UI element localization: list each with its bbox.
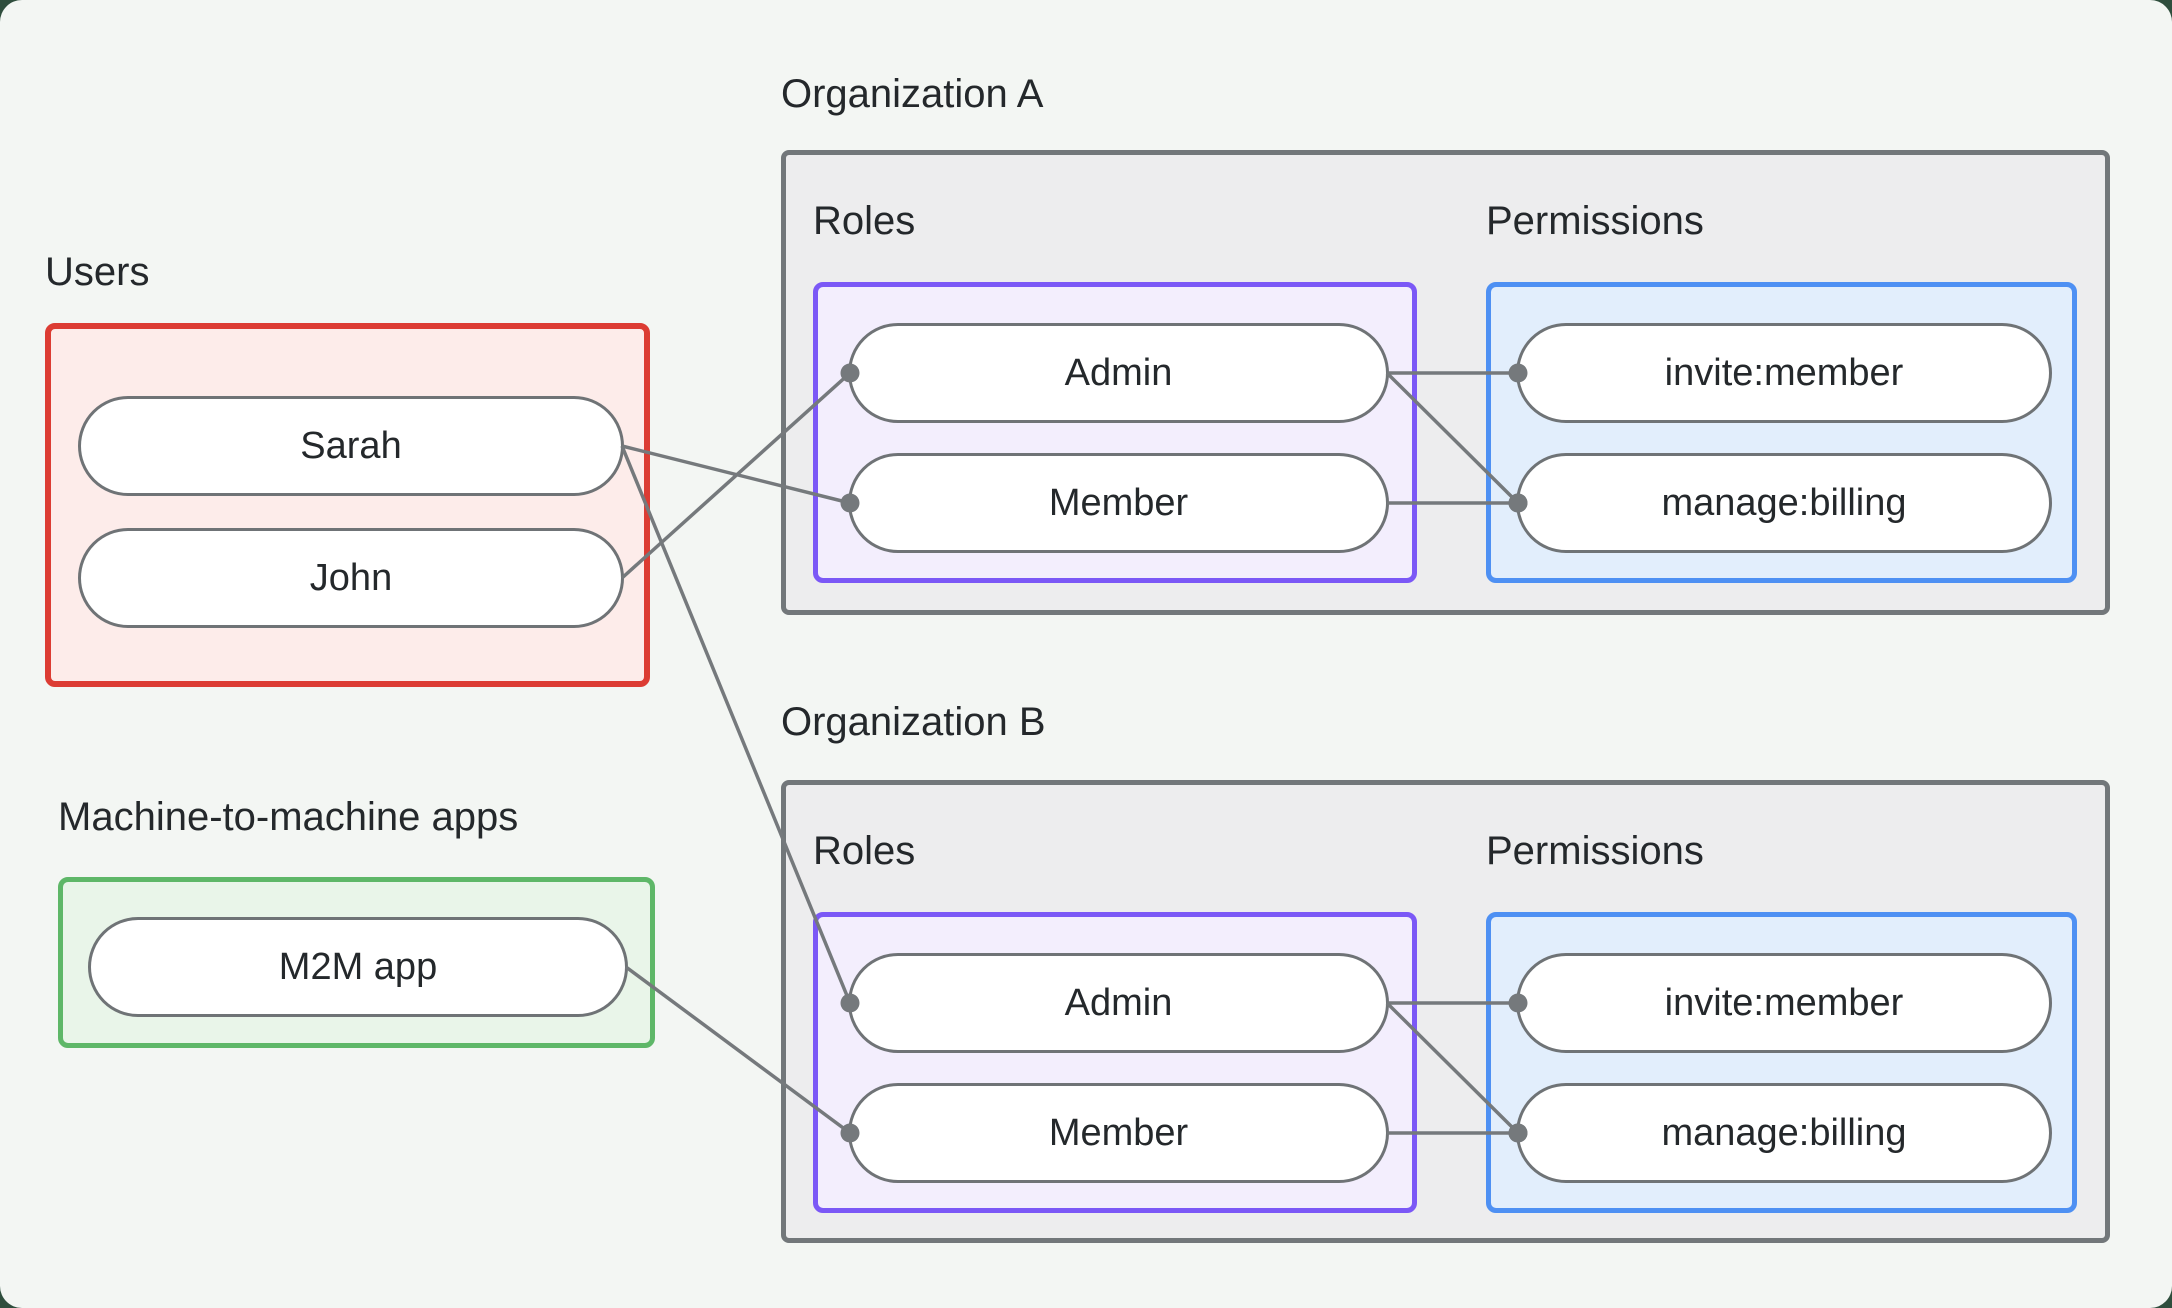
org-a-permissions-area: invite:member manage:billing bbox=[1486, 282, 2077, 583]
org-a-permission-manage-billing: manage:billing bbox=[1516, 453, 2052, 553]
user-node-john: John bbox=[78, 528, 624, 628]
users-group-box: Sarah John bbox=[45, 323, 650, 687]
org-a-label: Organization A bbox=[781, 72, 1044, 116]
org-b-permissions-area: invite:member manage:billing bbox=[1486, 912, 2077, 1213]
org-a-role-member: Member bbox=[848, 453, 1389, 553]
org-b-permission-manage-billing: manage:billing bbox=[1516, 1083, 2052, 1183]
org-a-role-admin: Admin bbox=[848, 323, 1389, 423]
org-a-roles-area: Admin Member bbox=[813, 282, 1417, 583]
org-b-role-member: Member bbox=[848, 1083, 1389, 1183]
m2m-group-label: Machine-to-machine apps bbox=[58, 795, 519, 839]
org-a-box: Roles Permissions Admin Member invite:me… bbox=[781, 150, 2110, 615]
org-a-roles-label: Roles bbox=[813, 199, 916, 243]
org-a-permissions-label: Permissions bbox=[1486, 199, 1704, 243]
org-a-permission-invite-member: invite:member bbox=[1516, 323, 2052, 423]
org-b-label: Organization B bbox=[781, 700, 1046, 744]
org-b-roles-label: Roles bbox=[813, 829, 916, 873]
users-group-label: Users bbox=[45, 250, 150, 294]
m2m-app-node: M2M app bbox=[88, 917, 628, 1017]
org-b-permission-invite-member: invite:member bbox=[1516, 953, 2052, 1053]
user-node-sarah: Sarah bbox=[78, 396, 624, 496]
org-b-box: Roles Permissions Admin Member invite:me… bbox=[781, 780, 2110, 1243]
org-b-role-admin: Admin bbox=[848, 953, 1389, 1053]
m2m-group-box: M2M app bbox=[58, 877, 655, 1048]
org-b-roles-area: Admin Member bbox=[813, 912, 1417, 1213]
org-b-permissions-label: Permissions bbox=[1486, 829, 1704, 873]
